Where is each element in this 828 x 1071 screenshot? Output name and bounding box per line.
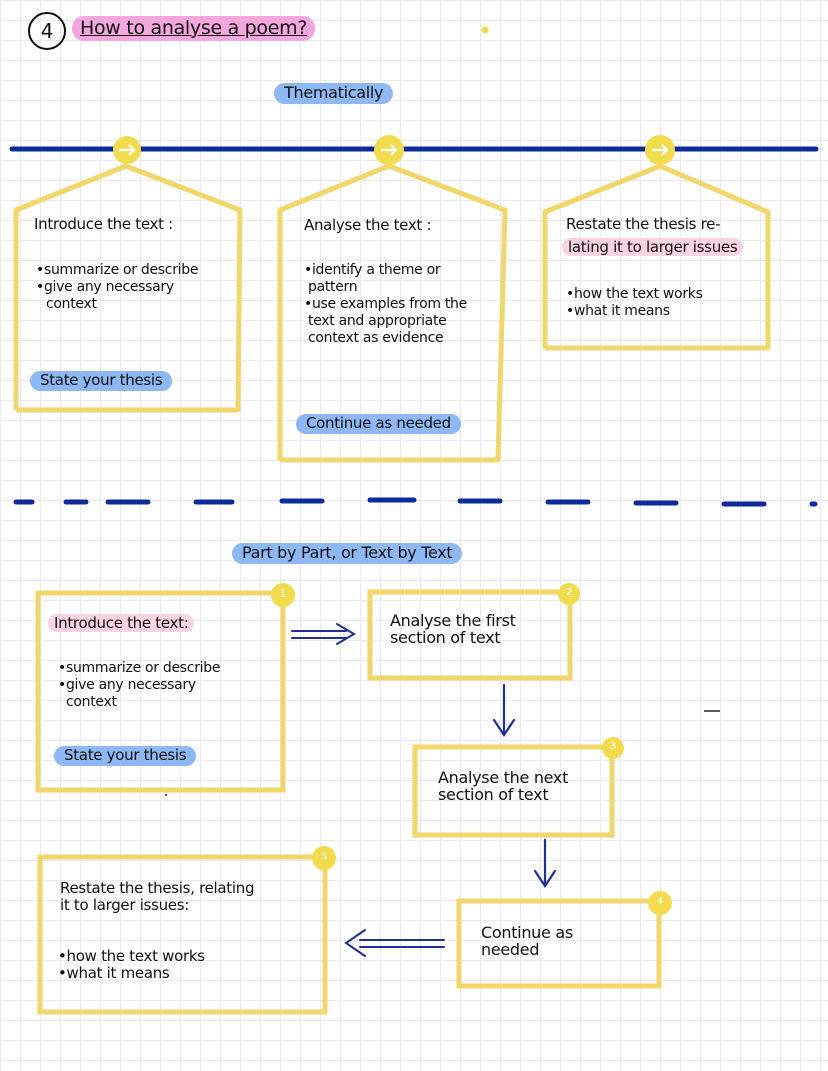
step1-badge bbox=[271, 583, 295, 607]
step4-badge-number: 4 bbox=[656, 896, 664, 907]
step5-bullets: •how the text works •what it means bbox=[58, 948, 205, 982]
thematic-box3-heading-line2: lating it to larger issues bbox=[562, 238, 744, 256]
step4-line: needed bbox=[481, 940, 540, 959]
decorative-dot bbox=[481, 26, 489, 34]
arrow-right-icon bbox=[291, 623, 356, 645]
step5-badge-number: 5 bbox=[320, 851, 328, 862]
thematic-box2-outline bbox=[277, 163, 508, 463]
bullet-line: context bbox=[66, 694, 117, 710]
section-number-badge: 4 bbox=[28, 12, 66, 50]
step2-line: Analyse the first bbox=[390, 611, 516, 630]
bullet-line: pattern bbox=[308, 279, 358, 295]
step2-badge-number: 2 bbox=[565, 587, 573, 598]
step3-box bbox=[412, 744, 615, 838]
timeline-marker-1 bbox=[113, 136, 141, 164]
step4-box bbox=[456, 898, 662, 989]
thematic-box1-outline bbox=[13, 163, 243, 413]
step2-box bbox=[367, 589, 573, 681]
bullet-line: •how the text works bbox=[566, 286, 703, 302]
step3-badge-number: 3 bbox=[609, 741, 617, 752]
timeline-marker-2 bbox=[374, 135, 404, 165]
arrow-left-icon bbox=[344, 929, 445, 957]
timeline-marker-3 bbox=[645, 135, 675, 165]
step1-box bbox=[35, 590, 286, 793]
thematic-box2-bullets: •identify a theme or pattern •use exampl… bbox=[304, 262, 467, 347]
bullet-line: •summarize or describe bbox=[36, 262, 199, 278]
thematic-label: Thematically bbox=[274, 83, 394, 104]
step4-line: Continue as bbox=[481, 923, 573, 942]
step1-heading: Introduce the text: bbox=[48, 614, 195, 632]
step4-text: Continue as needed bbox=[481, 924, 573, 958]
bullet-line: •give any necessary bbox=[58, 677, 196, 693]
thematic-box3-bullets: •how the text works •what it means bbox=[566, 286, 703, 320]
step5-line: it to larger issues: bbox=[60, 896, 189, 914]
bullet-line: context as evidence bbox=[308, 330, 444, 346]
bullet-line: •what it means bbox=[58, 964, 170, 982]
thematic-box3-heading-line1: Restate the thesis re- bbox=[566, 215, 721, 233]
step5-heading: Restate the thesis, relating it to large… bbox=[60, 880, 254, 914]
stray-dot bbox=[165, 794, 167, 796]
dashed-separator bbox=[13, 497, 818, 507]
step2-line: section of text bbox=[390, 628, 501, 647]
page-title: How to analyse a poem? bbox=[72, 16, 316, 41]
step3-text: Analyse the next section of text bbox=[438, 769, 568, 803]
step1-badge-number: 1 bbox=[279, 587, 287, 600]
thematic-box2-heading: Analyse the text : bbox=[304, 216, 432, 234]
arrow-down-icon-1 bbox=[492, 683, 516, 737]
bullet-line: •what it means bbox=[566, 303, 670, 319]
step4-badge bbox=[648, 891, 672, 915]
bullet-line: •summarize or describe bbox=[58, 660, 221, 676]
step5-badge bbox=[312, 846, 336, 870]
arrow-down-icon-2 bbox=[533, 838, 557, 888]
bullet-line: •give any necessary bbox=[36, 279, 174, 295]
step5-line: Restate the thesis, relating bbox=[60, 879, 255, 897]
partbypart-label: Part by Part, or Text by Text bbox=[232, 543, 463, 564]
thematic-box3-outline bbox=[542, 163, 771, 351]
step3-badge bbox=[602, 737, 624, 759]
step3-line: Analyse the next bbox=[438, 768, 569, 787]
step2-text: Analyse the first section of text bbox=[390, 612, 516, 646]
bullet-line: text and appropriate bbox=[308, 313, 447, 329]
step2-badge bbox=[558, 583, 580, 605]
thematic-box1-bullets: •summarize or describe •give any necessa… bbox=[36, 262, 198, 313]
thematic-box1-thesis: State your thesis bbox=[30, 371, 173, 391]
step1-bullets: •summarize or describe •give any necessa… bbox=[58, 660, 220, 711]
thematic-box2-footer: Continue as needed bbox=[296, 414, 461, 434]
bullet-line: •use examples from the bbox=[304, 296, 467, 312]
step5-box bbox=[37, 854, 328, 1015]
thematic-box1-heading: Introduce the text : bbox=[34, 215, 173, 233]
bullet-line: context bbox=[46, 296, 97, 312]
bullet-line: •identify a theme or bbox=[304, 262, 441, 278]
step1-thesis: State your thesis bbox=[54, 746, 197, 766]
bullet-line: •how the text works bbox=[58, 947, 205, 965]
step3-line: section of text bbox=[438, 785, 549, 804]
